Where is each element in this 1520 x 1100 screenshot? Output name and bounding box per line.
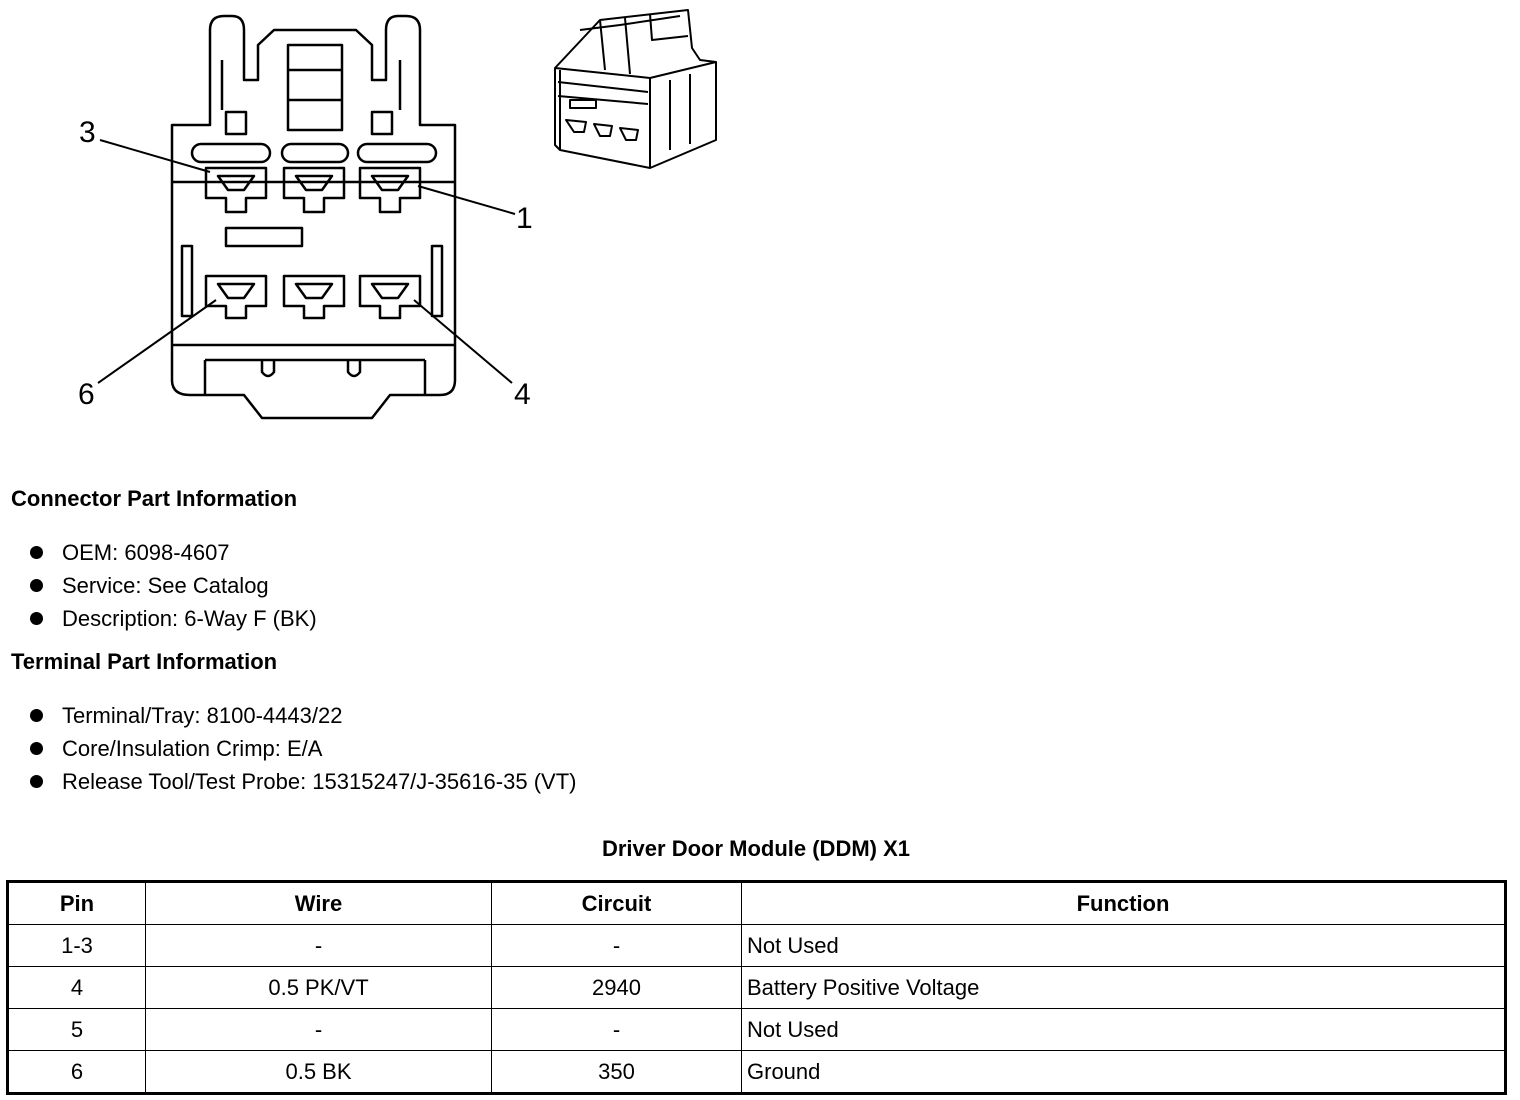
bullet-icon: [30, 742, 43, 755]
list-item: OEM: 6098-4607: [30, 536, 317, 569]
cell-pin: 5: [7, 1008, 146, 1051]
cell-pin: 1-3: [7, 924, 146, 967]
table-caption: Driver Door Module (DDM) X1: [601, 836, 911, 861]
list-item: Core/Insulation Crimp: E/A: [30, 732, 576, 765]
terminal-info-heading: Terminal Part Information: [11, 649, 278, 674]
cell-circuit: -: [491, 1008, 742, 1051]
header-pin: Pin: [7, 881, 146, 925]
connector-info-heading: Connector Part Information: [11, 486, 298, 511]
pin-3-callout: 3: [79, 116, 96, 149]
table-row: 4 0.5 PK/VT 2940 Battery Positive Voltag…: [7, 966, 1506, 1009]
list-item: Release Tool/Test Probe: 15315247/J-3561…: [30, 765, 576, 798]
cell-function: Ground: [741, 1050, 1506, 1094]
pinout-table: Pin Wire Circuit Function 1-3 - - Not Us…: [6, 880, 1507, 1095]
cavity-row-bottom: [204, 274, 422, 320]
header-circuit: Circuit: [491, 881, 742, 925]
cell-wire: 0.5 BK: [145, 1050, 492, 1094]
cell-wire: -: [145, 1008, 492, 1051]
bullet-icon: [30, 579, 43, 592]
cell-function: Not Used: [741, 1008, 1506, 1051]
list-item: Description: 6-Way F (BK): [30, 602, 317, 635]
cell-wire: 0.5 PK/VT: [145, 966, 492, 1009]
cavity-row-top: [204, 166, 422, 214]
bullet-icon: [30, 709, 43, 722]
bullet-icon: [30, 775, 43, 788]
pin-6-callout: 6: [78, 378, 95, 411]
table-header-row: Pin Wire Circuit Function: [7, 881, 1506, 925]
bullet-icon: [30, 546, 43, 559]
cell-circuit: 350: [491, 1050, 742, 1094]
cell-wire: -: [145, 924, 492, 967]
cell-circuit: 2940: [491, 966, 742, 1009]
pin-1-callout: 1: [516, 202, 533, 235]
connector-diagram: 3 1 6 4: [0, 0, 760, 440]
connector-info-list: OEM: 6098-4607 Service: See Catalog Desc…: [30, 536, 317, 635]
header-wire: Wire: [145, 881, 492, 925]
table-row: 5 - - Not Used: [7, 1008, 1506, 1051]
table-row: 1-3 - - Not Used: [7, 924, 1506, 967]
cell-circuit: -: [491, 924, 742, 967]
pin-4-callout: 4: [514, 378, 531, 411]
list-item: Service: See Catalog: [30, 569, 317, 602]
bullet-icon: [30, 612, 43, 625]
cell-pin: 6: [7, 1050, 146, 1094]
connector-isometric-view: [554, 9, 717, 169]
cell-function: Not Used: [741, 924, 1506, 967]
list-item: Terminal/Tray: 8100-4443/22: [30, 699, 576, 732]
cell-function: Battery Positive Voltage: [741, 966, 1506, 1009]
terminal-info-list: Terminal/Tray: 8100-4443/22 Core/Insulat…: [30, 699, 576, 798]
connector-face-view: [97, 9, 717, 420]
table-row: 6 0.5 BK 350 Ground: [7, 1050, 1506, 1094]
cell-pin: 4: [7, 966, 146, 1009]
header-function: Function: [741, 881, 1506, 925]
